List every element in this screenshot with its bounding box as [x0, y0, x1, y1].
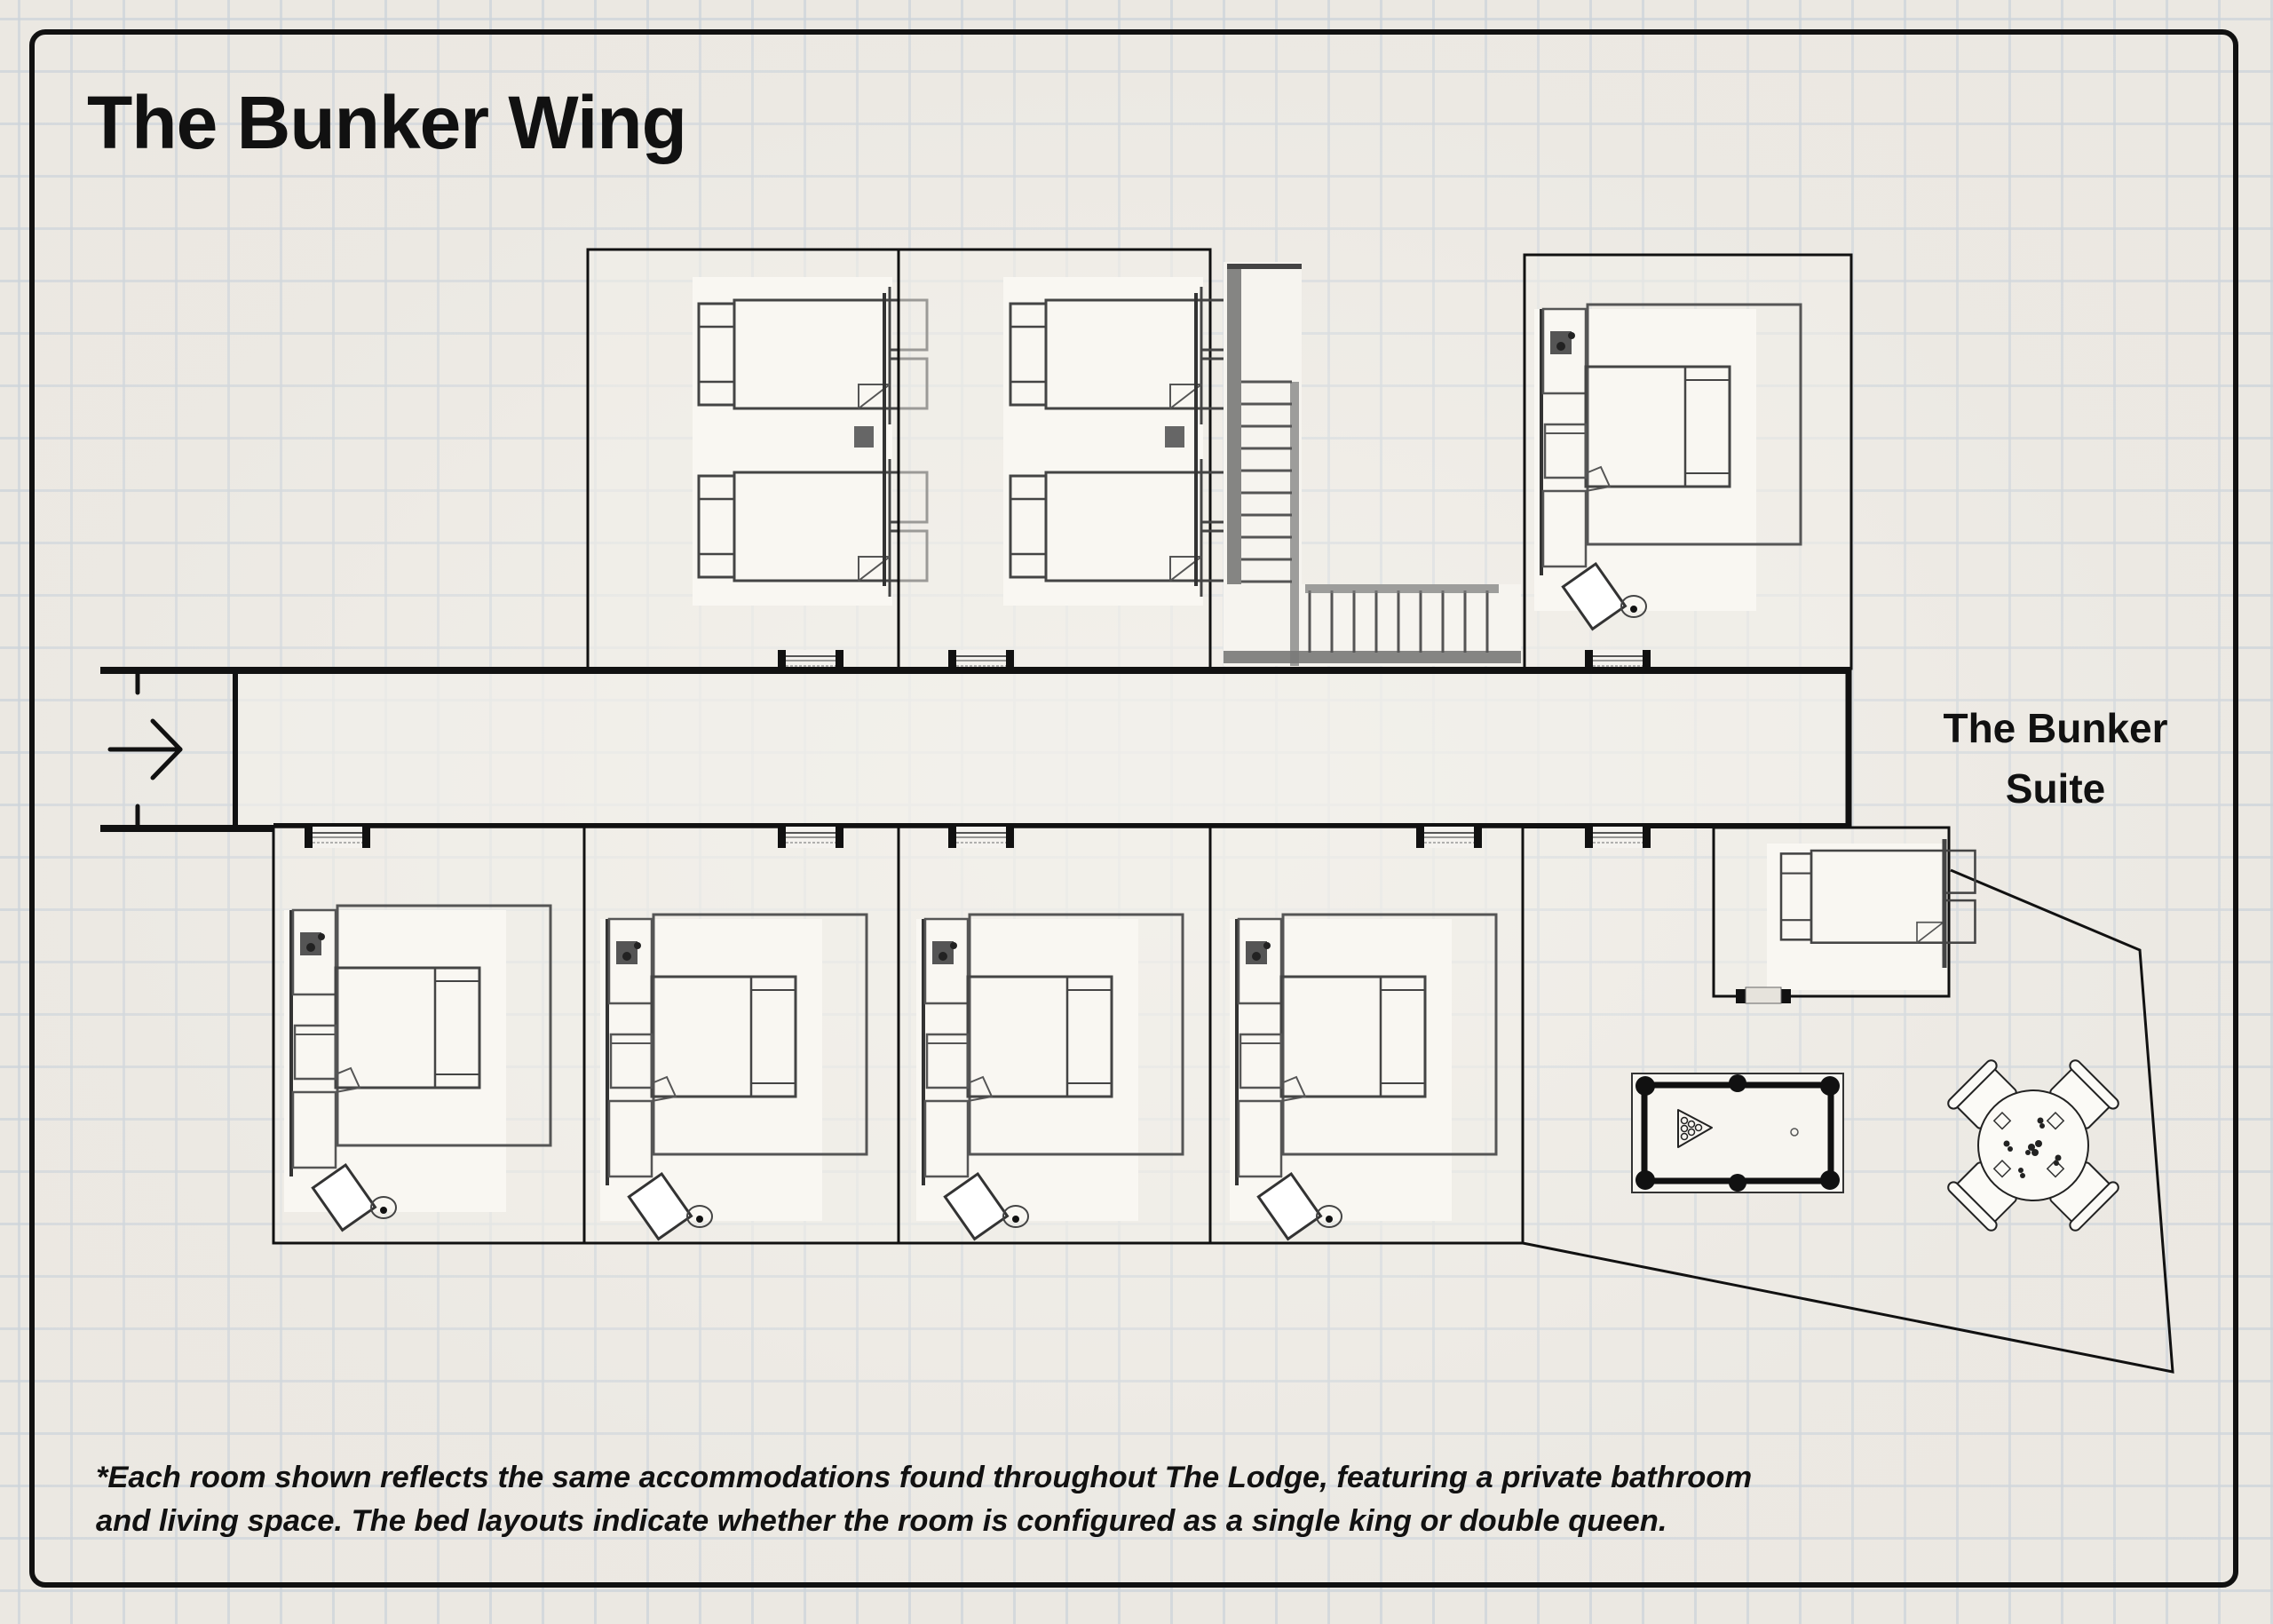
- page-title: The Bunker Wing: [87, 81, 687, 164]
- top-room-2: [897, 248, 1240, 672]
- footnote-line2: and living space. The bed layouts indica…: [96, 1504, 1667, 1538]
- suite-label-line1: The Bunker: [1943, 705, 2168, 751]
- bunker-suite: [1521, 826, 2174, 1374]
- corridor: [100, 667, 1852, 832]
- suite-bedroom: [1712, 826, 1976, 1004]
- stairwell: [1224, 262, 1521, 666]
- room-door-icon: [1584, 826, 1651, 849]
- card-table-icon: [1947, 1059, 2119, 1232]
- room-door-icon: [947, 826, 1015, 849]
- bottom-room-4: [1208, 825, 1525, 1245]
- room-door-icon: [777, 826, 844, 849]
- bottom-room-2: [582, 825, 900, 1245]
- top-room-1: [586, 248, 929, 672]
- pool-table-icon: [1631, 1073, 1844, 1193]
- bottom-room-1: [272, 825, 586, 1245]
- bunker-suite-label: The Bunker Suite: [1891, 698, 2220, 819]
- footnote-line1: *Each room shown reflects the same accom…: [96, 1461, 1753, 1494]
- entrance-arrow-icon: [107, 718, 183, 780]
- top-room-3: [1523, 253, 1853, 672]
- suite-label-line2: Suite: [2005, 765, 2106, 812]
- room-door-icon: [1415, 826, 1483, 849]
- room-door-icon: [304, 826, 371, 849]
- footnote: *Each room shown reflects the same accom…: [96, 1456, 1960, 1543]
- bottom-room-3: [897, 825, 1212, 1245]
- stair-treads: [1241, 380, 1489, 653]
